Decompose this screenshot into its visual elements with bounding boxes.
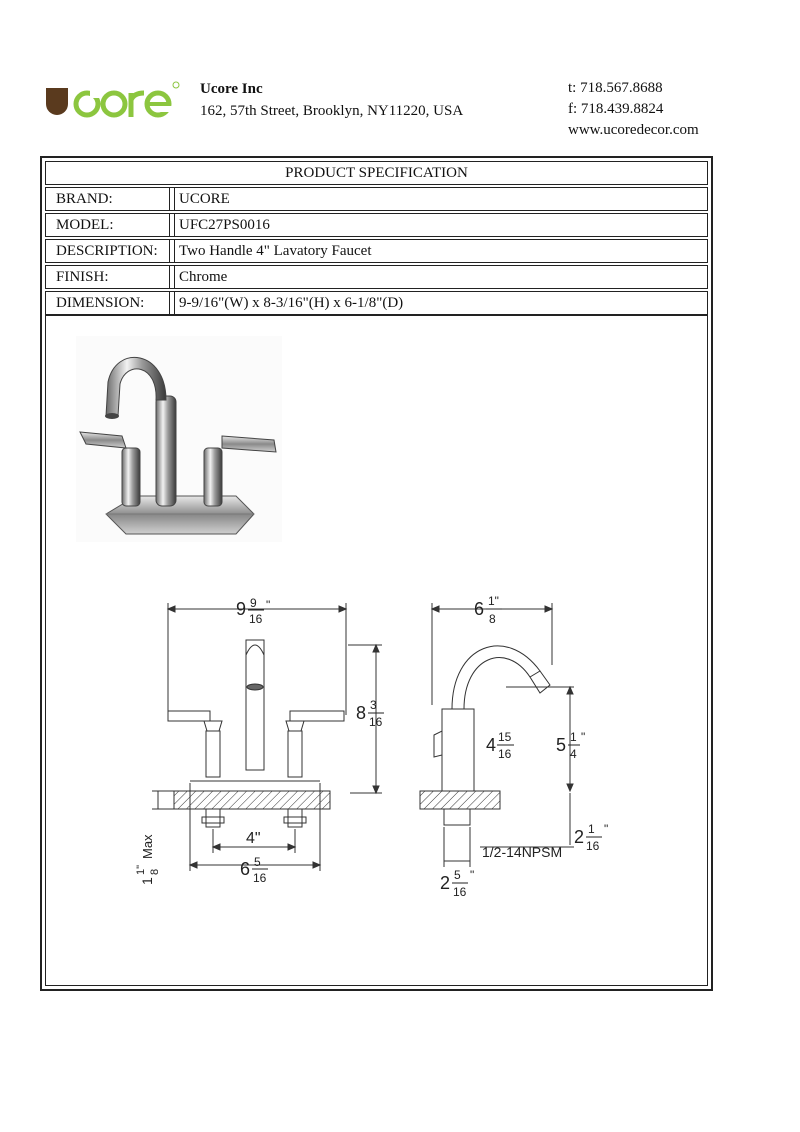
- spec-row-brand: BRAND: UCORE: [45, 187, 708, 211]
- front-view-drawing: 9 9 16 " 8 3 16 4" 6 5 16 1 1" 8 Max: [135, 596, 384, 885]
- mid-den: 16: [498, 747, 512, 761]
- thread-label: 1/2-14NPSM: [482, 844, 562, 860]
- brand-label: BRAND:: [46, 188, 170, 210]
- description-value: Two Handle 4" Lavatory Faucet: [174, 240, 707, 262]
- width-den: 16: [249, 612, 263, 626]
- spec-sheet: PRODUCT SPECIFICATION BRAND: UCORE MODEL…: [40, 156, 713, 991]
- mid-whole: 4: [486, 735, 496, 755]
- company-address: 162, 57th Street, Brooklyn, NY11220, USA: [200, 103, 464, 119]
- contact-block: t: 718.567.8688 f: 718.439.8824 www.ucor…: [568, 78, 699, 141]
- website-link[interactable]: www.ucoredecor.com: [568, 122, 699, 138]
- depth-whole: 6: [474, 599, 484, 619]
- height-whole: 8: [356, 703, 366, 723]
- company-block: Ucore Inc 162, 57th Street, Brooklyn, NY…: [200, 78, 463, 122]
- svg-text:": ": [604, 822, 608, 836]
- nut-num: 5: [454, 868, 461, 882]
- ucore-logo: [46, 81, 180, 118]
- width-num: 9: [250, 596, 257, 610]
- model-label: MODEL:: [46, 214, 170, 236]
- nut-whole: 2: [440, 873, 450, 893]
- spout-whole: 5: [556, 735, 566, 755]
- spec-row-dimension: DIMENSION: 9-9/16"(W) x 8-3/16"(H) x 6-1…: [45, 291, 708, 315]
- description-label: DESCRIPTION:: [46, 240, 170, 262]
- max-whole: 1: [139, 877, 155, 885]
- spec-row-model: MODEL: UFC27PS0016: [45, 213, 708, 237]
- dimension-label: DIMENSION:: [46, 292, 170, 314]
- phone-number: t: 718.567.8688: [568, 80, 663, 96]
- fax-number: f: 718.439.8824: [568, 101, 664, 117]
- mid-num: 15: [498, 730, 512, 744]
- base-den: 16: [253, 871, 267, 885]
- shank-num: 1: [588, 822, 595, 836]
- finish-value: Chrome: [174, 266, 707, 288]
- height-num: 3: [370, 698, 377, 712]
- side-view-drawing: 6 1" 8 5 1 4 " 4 15 16 2 1 16 " 1/2-14NP…: [419, 594, 608, 899]
- center-label: 4": [246, 830, 261, 847]
- drawing-area: [45, 315, 708, 986]
- finish-label: FINISH:: [46, 266, 170, 288]
- svg-text:": ": [581, 730, 585, 744]
- height-den: 16: [369, 715, 383, 729]
- svg-text:": ": [470, 868, 474, 882]
- shank-whole: 2: [574, 827, 584, 847]
- model-value: UFC27PS0016: [174, 214, 707, 236]
- max-label: Max: [140, 834, 155, 859]
- max-den: 8: [149, 869, 161, 875]
- shank-den: 16: [586, 839, 600, 853]
- spec-title: PRODUCT SPECIFICATION: [45, 161, 708, 185]
- max-num: 1": [135, 865, 147, 875]
- dimension-value: 9-9/16"(W) x 8-3/16"(H) x 6-1/8"(D): [174, 292, 707, 314]
- product-photo: [76, 336, 282, 542]
- brand-value: UCORE: [174, 188, 707, 210]
- width-whole: 9: [236, 599, 246, 619]
- nut-den: 16: [453, 885, 467, 899]
- depth-num: 1": [488, 594, 499, 608]
- spec-row-finish: FINISH: Chrome: [45, 265, 708, 289]
- spout-den: 4: [570, 747, 577, 761]
- spout-num: 1: [570, 730, 577, 744]
- company-name: Ucore Inc: [200, 81, 263, 97]
- base-whole: 6: [240, 859, 250, 879]
- svg-text:": ": [266, 598, 270, 612]
- base-num: 5: [254, 855, 261, 869]
- depth-den: 8: [489, 612, 496, 626]
- spec-row-description: DESCRIPTION: Two Handle 4" Lavatory Fauc…: [45, 239, 708, 263]
